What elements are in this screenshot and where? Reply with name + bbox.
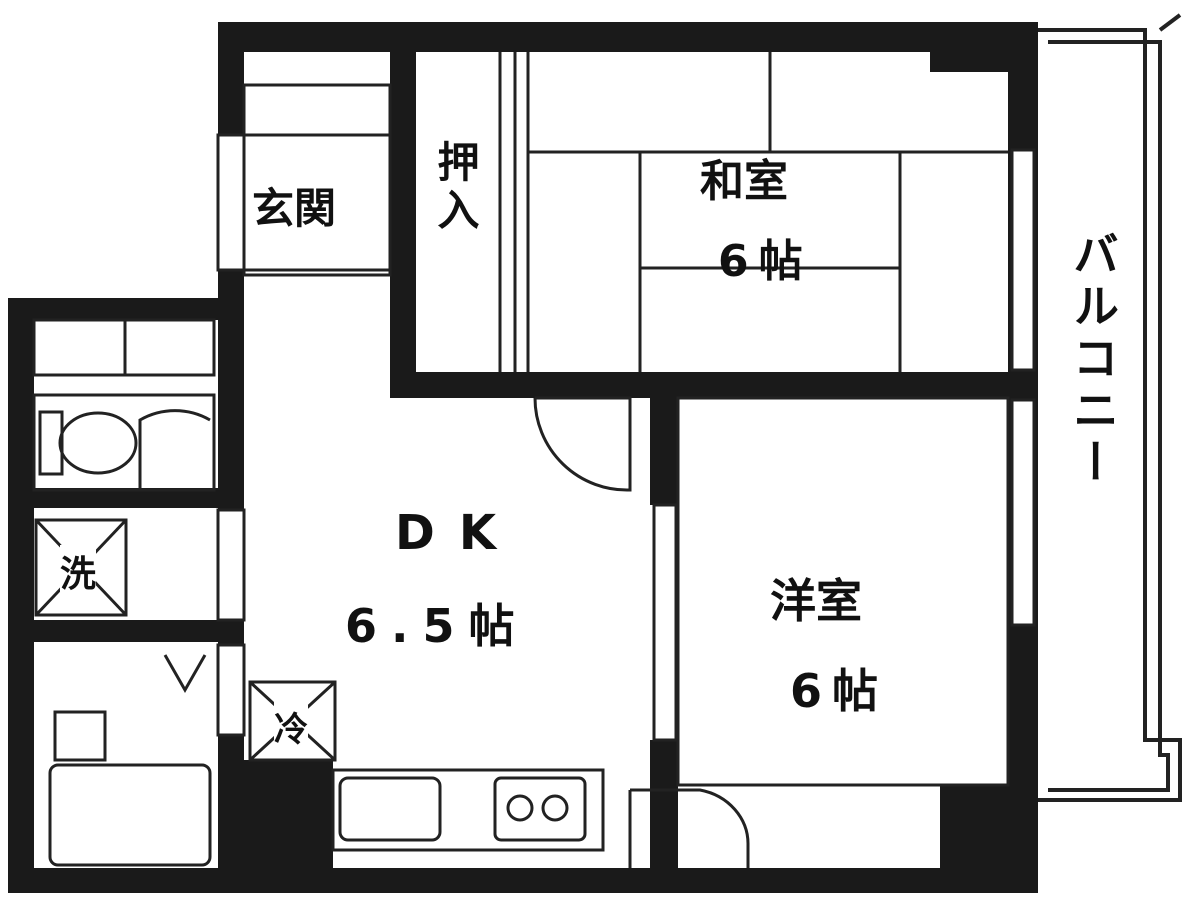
- room-outlines: [676, 396, 1010, 787]
- washer-symbol: 洗: [60, 545, 97, 597]
- oshiire-label: 押入: [431, 140, 480, 236]
- interior-walls: [34, 52, 1038, 870]
- doors: [138, 396, 750, 868]
- kitchen-counter: [331, 768, 605, 852]
- tatami-mats: [526, 52, 1008, 372]
- oshiire-closet: [498, 52, 517, 372]
- yoshitsu-size: 6帖: [790, 664, 889, 718]
- dk-name: DK: [395, 505, 521, 561]
- fridge-symbol: 冷: [274, 702, 308, 751]
- stove-burner-left: [506, 794, 534, 822]
- bathroom: [48, 654, 212, 867]
- stove-burner-right: [541, 794, 569, 822]
- washitsu-size: 6帖: [718, 236, 813, 287]
- balcony-label: バルコニー: [1066, 230, 1120, 490]
- yoshitsu-name: 洋室: [770, 574, 862, 628]
- windows: [216, 133, 1036, 742]
- genkan-label: 玄関: [252, 184, 337, 233]
- dk-size: 6.5帖: [345, 599, 529, 653]
- storage: [32, 318, 216, 377]
- toilet: [32, 393, 216, 492]
- washitsu-name: 和室: [700, 156, 788, 207]
- balcony: [1035, 13, 1182, 802]
